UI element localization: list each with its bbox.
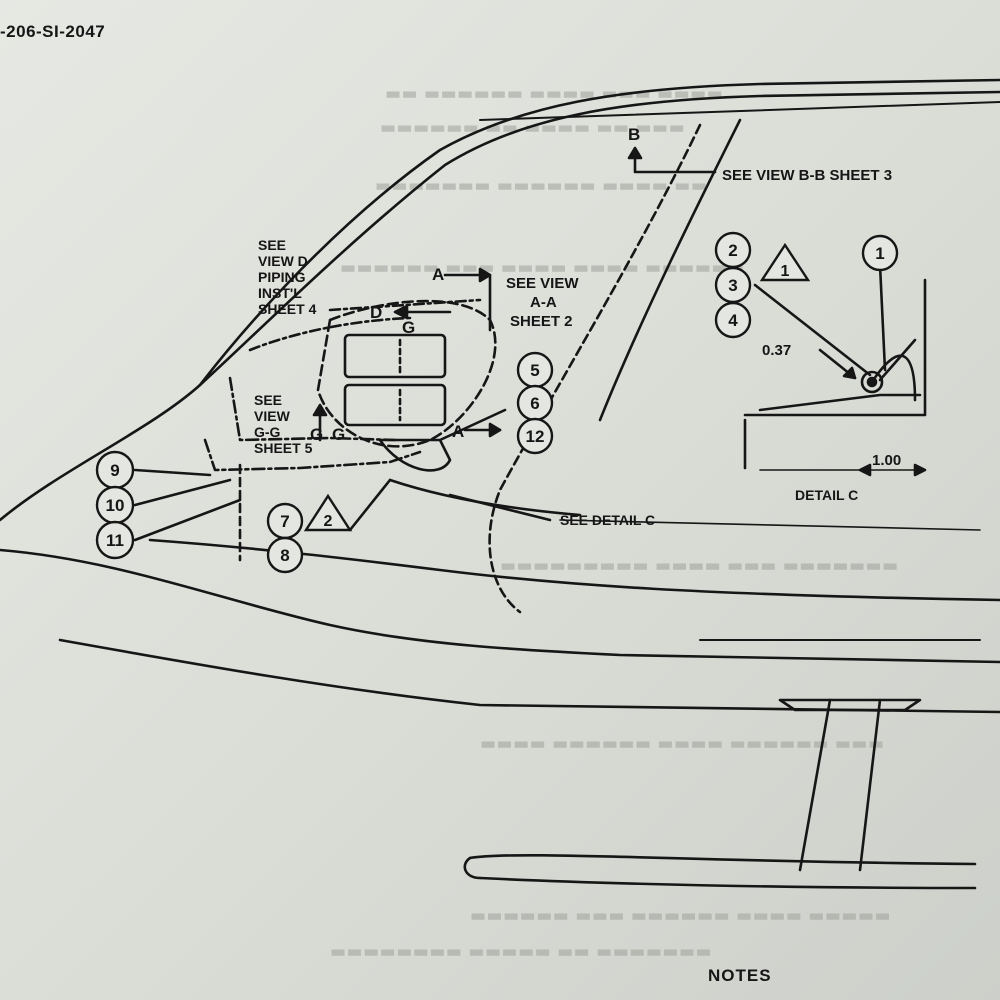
- see-view-aa-line: SHEET 2: [510, 313, 573, 330]
- see-view-gg-line: SHEET 5: [254, 440, 313, 456]
- item-4-number: 4: [728, 311, 738, 330]
- note-flag-1-number: 1: [781, 263, 790, 280]
- item-6-number: 6: [530, 394, 539, 413]
- see-view-d-line: SEE: [258, 237, 286, 253]
- see-view-gg-line: G-G: [254, 424, 281, 440]
- bleed-through-text: ▬▬▬▬▬▬▬▬ ▬▬▬▬▬ ▬▬ ▬▬▬▬▬▬▬: [330, 942, 713, 962]
- notes-heading: NOTES: [708, 966, 772, 985]
- section-letter-b: B: [628, 125, 640, 144]
- item-7-number: 7: [280, 512, 289, 531]
- item-1-number: 1: [875, 244, 884, 263]
- item-5-number: 5: [530, 361, 539, 380]
- console-box-lower: [343, 383, 447, 427]
- item-11-number: 11: [106, 531, 124, 550]
- item-11-circle: [95, 520, 135, 560]
- item-12-number: 12: [526, 427, 545, 446]
- bleed-through-text: ▬▬▬▬▬▬ ▬▬ ▬▬▬▬ ▬▬ ▬▬▬: [380, 118, 686, 138]
- item-4-circle: [714, 301, 752, 339]
- piping-run: [203, 438, 422, 472]
- see-detail-c-label: SEE DETAIL C: [560, 512, 655, 528]
- instrument-panel-outline: [316, 299, 497, 448]
- piping-run-4: [248, 316, 412, 352]
- section-letter-a-lower: A: [452, 422, 464, 441]
- canopy-outline-inner: [198, 90, 1000, 387]
- view-letter-g: G: [402, 318, 415, 337]
- dimension-037: 0.37: [762, 342, 791, 359]
- door-frame: [598, 118, 742, 422]
- note-flag-1-triangle: [759, 242, 811, 282]
- item-9-number: 9: [110, 461, 119, 480]
- detail-c-label: DETAIL C: [795, 487, 858, 503]
- bleed-through-text: ▬▬▬▬▬▬ ▬▬▬ ▬▬▬▬ ▬▬▬▬ ▬▬▬▬▬▬: [340, 258, 745, 278]
- see-view-aa-line: A-A: [530, 294, 557, 311]
- detail-c-frame: [743, 278, 927, 470]
- view-letter-d: D: [370, 303, 382, 322]
- item-10-number: 10: [106, 496, 125, 515]
- see-view-d-line: PIPING: [258, 269, 306, 285]
- console-box-upper: [343, 333, 447, 379]
- dimension-100: 1.00: [872, 452, 901, 469]
- see-view-d-line: SHEET 4: [258, 301, 317, 317]
- document-id: -206-SI-2047: [0, 22, 106, 41]
- detail-c-hub: [860, 370, 884, 394]
- bleed-through-text: ▬▬▬▬▬▬ ▬▬▬ ▬▬▬▬▬▬ ▬▬▬▬ ▬▬▬▬▬: [470, 906, 892, 926]
- see-view-gg-line: SEE: [254, 392, 282, 408]
- bleed-through-text: ▬▬▬▬▬▬▬▬▬ ▬▬▬▬ ▬▬▬ ▬▬▬▬▬▬▬: [500, 556, 899, 576]
- item-8-circle: [266, 536, 304, 574]
- see-view-d-line: INST'L: [258, 285, 302, 301]
- view-letter-g-lower: G: [310, 425, 323, 444]
- bleed-through-text: ▬▬▬▬ ▬▬▬▬▬▬ ▬▬▬▬ ▬▬▬▬▬▬ ▬▬▬: [480, 734, 885, 754]
- view-letter-g-lower-2: G: [332, 425, 345, 444]
- note-flag-2-triangle: [303, 493, 353, 532]
- cabin-roof-line: [479, 101, 1000, 121]
- see-view-aa-line: SEE VIEW: [506, 275, 579, 292]
- piping-run-2: [228, 376, 397, 442]
- fuselage-lower-line: [0, 548, 1000, 664]
- item-2-number: 2: [728, 241, 737, 260]
- item-3-number: 3: [728, 276, 737, 295]
- see-view-d-line: VIEW D: [258, 253, 308, 269]
- canopy-outline: [0, 78, 1000, 522]
- skid-tube: [468, 853, 977, 866]
- see-view-bb-label: SEE VIEW B-B SHEET 3: [722, 167, 892, 184]
- bleed-through-text: ▬▬▬▬▬▬▬ ▬▬▬▬▬▬ ▬▬▬▬ ▬▬: [375, 176, 708, 196]
- item-1-circle: [861, 234, 899, 272]
- floor-line: [388, 478, 582, 517]
- console-base: [378, 438, 452, 472]
- item-8-number: 8: [280, 546, 289, 565]
- note-flag-2-number: 2: [324, 513, 333, 530]
- fuselage-bottom-line: [58, 638, 1000, 714]
- bleed-through-text: ▬▬ ▬▬▬▬▬▬ ▬▬▬▬ ▬▬▬ ▬▬▬▬: [385, 84, 724, 104]
- skid-strut: [798, 698, 882, 872]
- see-view-gg-line: VIEW: [254, 408, 291, 424]
- piping-run-3: [328, 298, 482, 312]
- section-letter-a: A: [432, 265, 444, 284]
- item-12-circle: [516, 417, 554, 455]
